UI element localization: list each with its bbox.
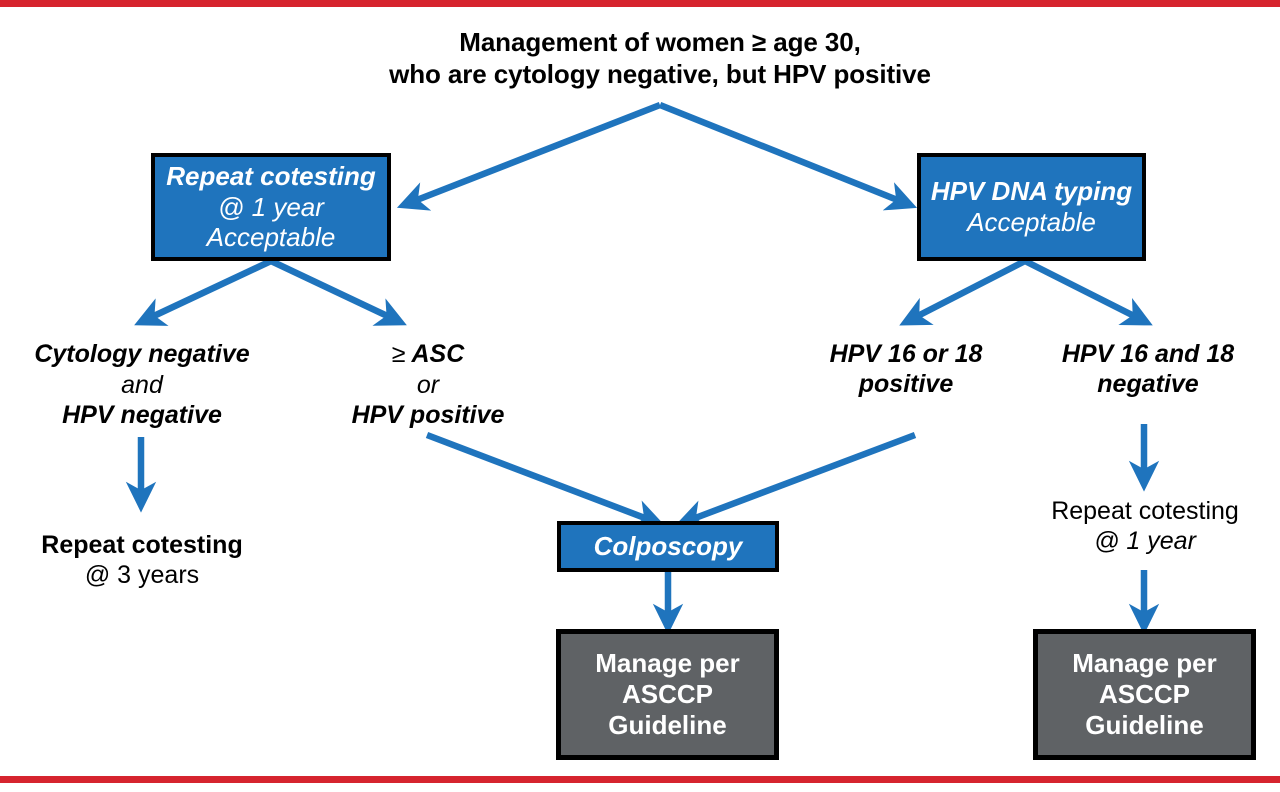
node-manage-asccp-right-line-3: Guideline [1085, 710, 1204, 741]
arrow-repeat-cotesting-to-asc [269, 258, 407, 326]
label-repeat-cotesting-3-years: Repeat cotesting @ 3 years [8, 524, 276, 596]
node-colposcopy[interactable]: Colposcopy [557, 521, 779, 572]
label-asc-text: ASC [411, 340, 465, 369]
arrow-title-to-hpv-typing [658, 101, 918, 211]
arrow-asc-to-colposcopy [425, 431, 666, 529]
label-asc-line-3: HPV positive [351, 401, 505, 430]
greater-equal-operator: ≥ [391, 340, 406, 369]
node-manage-asccp-right-line-2: ASCCP [1098, 678, 1190, 709]
label-repeat-cotesting-1-year-right-line-2: @ 1 year [1094, 527, 1196, 555]
arrow-title-to-repeat-cotesting [396, 101, 662, 211]
chart-title-line-2: who are cytology negative, but HPV posit… [389, 59, 931, 89]
label-repeat-cotesting-3-years-line-2: @ 3 years [84, 561, 200, 589]
node-hpv-dna-typing-line-2: Acceptable [967, 207, 1096, 237]
node-manage-asccp-center-line-2: ASCCP [621, 678, 713, 709]
label-asc-line-2: or [416, 370, 440, 399]
node-repeat-cotesting-1-year-line-1: Repeat cotesting [166, 160, 376, 191]
label-cytology-negative-and-hpv-negative: Cytology negative and HPV negative [8, 333, 276, 437]
label-hpv-16-and-18-line-1: HPV 16 and 18 [1061, 339, 1235, 368]
bottom-red-rule [0, 776, 1280, 783]
arrow-repeat-cotesting-to-cytology-negative [134, 258, 273, 326]
label-cytology-negative-line-2: and [121, 370, 163, 399]
label-hpv-16-or-18-line-1: HPV 16 or 18 [829, 339, 983, 368]
node-manage-asccp-center-line-1: Manage per [595, 647, 740, 678]
node-hpv-dna-typing[interactable]: HPV DNA typing Acceptable [917, 153, 1146, 261]
node-repeat-cotesting-1-year-line-2: @ 1 year [218, 191, 324, 222]
label-hpv-16-and-18-negative: HPV 16 and 18 negative [1024, 333, 1272, 405]
label-repeat-cotesting-3-years-line-1: Repeat cotesting [41, 530, 243, 559]
node-manage-asccp-right-line-1: Manage per [1072, 647, 1217, 678]
node-manage-asccp-center-line-3: Guideline [608, 710, 727, 741]
arrow-hpv-typing-to-16-or-18-positive [899, 258, 1027, 326]
chart-title: Management of women ≥ age 30, who are cy… [330, 27, 990, 90]
node-repeat-cotesting-1-year[interactable]: Repeat cotesting @ 1 year Acceptable [151, 153, 391, 261]
label-cytology-negative-line-3: HPV negative [62, 401, 222, 430]
top-red-rule [0, 0, 1280, 7]
arrow-hpv-typing-to-16-and-18-negative [1023, 258, 1153, 326]
node-hpv-dna-typing-line-1: HPV DNA typing [930, 176, 1133, 207]
label-cytology-negative-line-1: Cytology negative [34, 340, 250, 369]
label-hpv-16-and-18-line-2: negative [1097, 370, 1199, 398]
label-asc-line-1: ≥ ASC [392, 339, 465, 370]
label-asc-or-hpv-positive: ≥ ASC or HPV positive [310, 333, 546, 437]
node-repeat-cotesting-1-year-line-3: Acceptable [206, 222, 336, 253]
node-manage-per-asccp-guideline-center[interactable]: Manage per ASCCP Guideline [556, 629, 779, 760]
chart-title-line-1: Management of women ≥ age 30, [459, 27, 861, 58]
label-repeat-cotesting-1-year-right-line-1: Repeat cotesting [1051, 496, 1239, 525]
node-colposcopy-label: Colposcopy [593, 531, 743, 562]
node-manage-per-asccp-guideline-right[interactable]: Manage per ASCCP Guideline [1033, 629, 1256, 760]
arrow-16-or-18-positive-to-colposcopy [674, 431, 917, 529]
label-hpv-16-or-18-line-2: positive [858, 370, 954, 398]
label-repeat-cotesting-1-year-right: Repeat cotesting @ 1 year [1020, 490, 1270, 562]
label-hpv-16-or-18-positive: HPV 16 or 18 positive [790, 333, 1022, 405]
